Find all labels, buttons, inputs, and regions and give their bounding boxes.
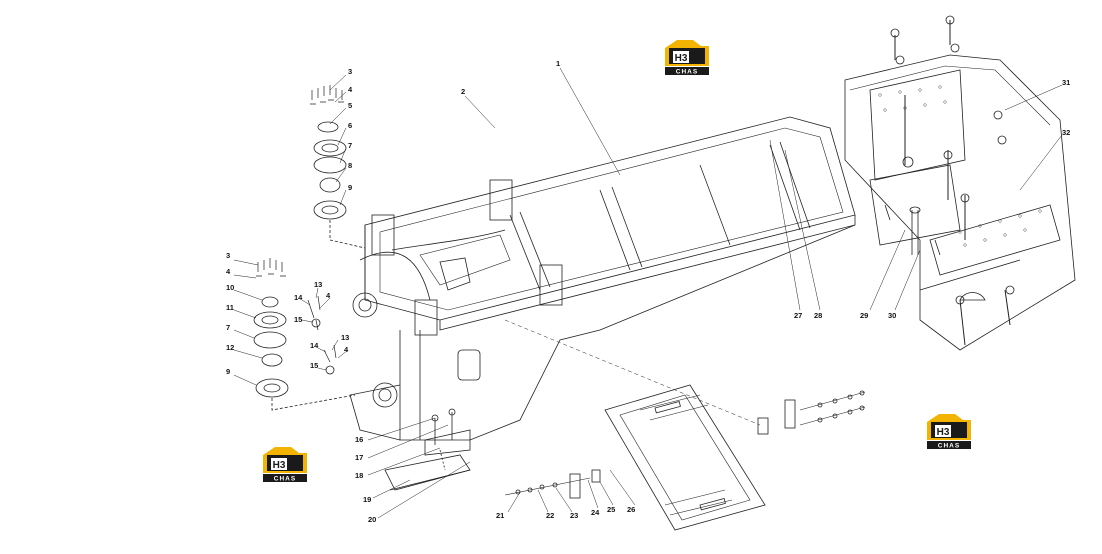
callout-17: 17 [355,453,363,462]
callout-26: 26 [627,505,635,514]
callout-11: 11 [226,303,234,312]
brand-logo-top: H3 CHAS [663,38,711,76]
logo-text-bottom: CHAS [938,443,960,450]
callout-25: 25 [607,505,615,514]
callout-4: 4 [348,85,353,94]
callout-15b: 15 [310,361,318,370]
lower-linkage [384,408,471,491]
brand-logo-left: H3 CHAS [261,445,309,483]
brand-logo-right: H3 CHAS [925,412,973,450]
callout-23: 23 [570,511,578,520]
callout-32: 32 [1062,128,1070,137]
callout-4d: 4 [344,345,349,354]
callout-20: 20 [368,515,376,524]
callout-9: 9 [348,183,352,192]
upper-slew-stack [310,85,366,249]
logo-text-bottom: CHAS [676,69,698,76]
main-frame [349,116,856,441]
logo-text-top: H3 [937,427,950,438]
callout-3b: 3 [226,251,230,260]
logo-text-bottom: CHAS [274,476,296,483]
step-frame [604,384,766,531]
leader-lines [233,67,1063,519]
brand-logo-graphic: H3 CHAS [263,447,307,483]
callout-30: 30 [888,311,896,320]
callout-9b: 9 [226,367,230,376]
callout-1: 1 [556,59,560,68]
callout-5: 5 [348,101,352,110]
callout-14: 14 [294,293,303,302]
callout-31: 31 [1062,78,1070,87]
callout-4c: 4 [326,291,331,300]
callout-7b: 7 [226,323,230,332]
callout-27: 27 [794,311,802,320]
callout-4b: 4 [226,267,231,276]
lower-slew-stack [253,258,356,411]
callout-19: 19 [363,495,371,504]
callout-labels: 1 2 3 4 5 6 7 8 9 3 4 10 11 7 12 9 14 13… [226,59,1070,524]
counterweight-bolts [890,15,1015,346]
callout-24: 24 [591,508,600,517]
callout-12: 12 [226,343,234,352]
callout-28: 28 [814,311,822,320]
callout-14b: 14 [310,341,319,350]
callout-13b: 13 [341,333,349,342]
callout-7: 7 [348,141,352,150]
callout-21: 21 [496,511,504,520]
pin-bushings [504,390,866,499]
callout-15: 15 [294,315,302,324]
brand-logo-graphic: H3 CHAS [927,414,971,450]
callout-22: 22 [546,511,554,520]
callout-2: 2 [461,87,465,96]
callout-16: 16 [355,435,363,444]
brand-logo-graphic: H3 CHAS [665,40,709,76]
callout-18: 18 [355,471,363,480]
counterweight-assembly [844,15,1076,351]
callout-6: 6 [348,121,352,130]
logo-text-top: H3 [675,53,688,64]
logo-text-top: H3 [273,460,286,471]
callout-8: 8 [348,161,352,170]
callout-13: 13 [314,280,322,289]
callout-29: 29 [860,311,868,320]
callout-10: 10 [226,283,234,292]
callout-3: 3 [348,67,352,76]
